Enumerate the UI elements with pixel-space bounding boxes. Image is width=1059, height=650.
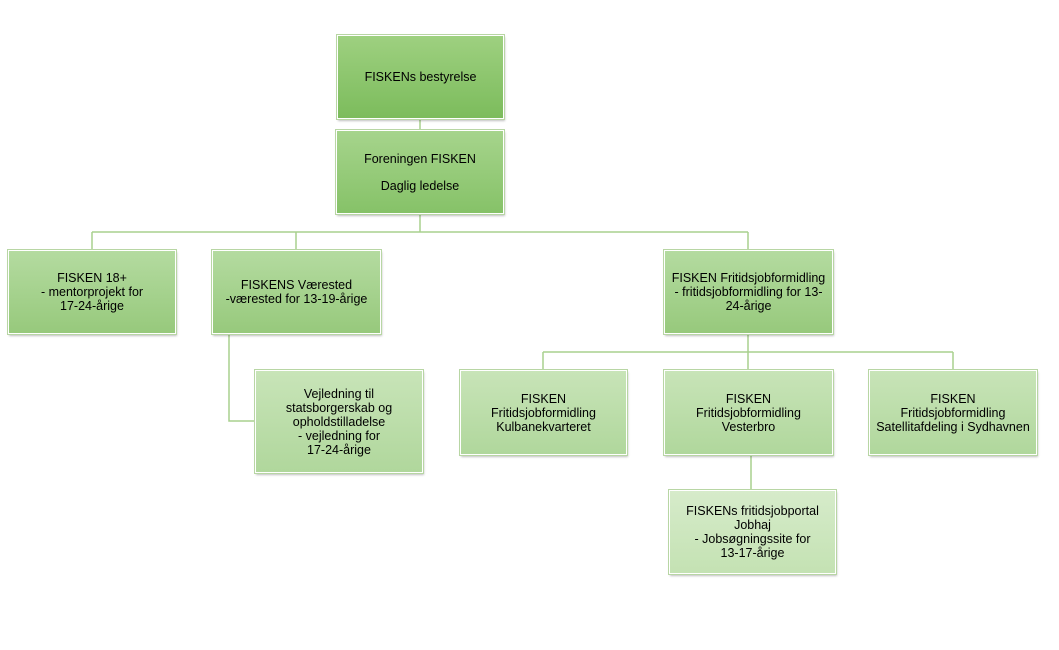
node-fritidsjob-title: FISKEN Fritidsjobformidling <box>671 271 826 285</box>
node-jobhaj-line2: Jobhaj <box>734 518 771 532</box>
node-vejledning-line1: Vejledning til <box>303 386 375 401</box>
node-board-line: FISKENs bestyrelse <box>364 70 477 84</box>
node-sydhavnen-line3: Satellitafdeling i Sydhavnen <box>876 419 1030 434</box>
node-vaersted-line2: -værested for 13-19-årige <box>225 292 368 306</box>
node-kulbane-line2: Fritidsjobformidling <box>491 405 596 420</box>
node-jobhaj-line1: FISKENs fritidsjobportal <box>686 504 819 518</box>
node-association: Foreningen FISKEN Daglig ledelse <box>335 129 505 215</box>
node-vaersted: FISKENS Værested -værested for 13-19-åri… <box>211 249 382 335</box>
node-vejledning-line4: - vejledning for <box>298 428 380 443</box>
node-vesterbro-line2: Fritidsjobformidling <box>696 405 801 420</box>
node-fritidsjob: FISKEN Fritidsjobformidling - fritidsjob… <box>663 249 834 335</box>
node-jobhaj-line3: - Jobsøgningssite for <box>694 532 811 546</box>
connector-vaersted-vejledning <box>228 334 255 422</box>
node-fisken18-line2: - mentorprojekt for <box>40 285 144 299</box>
node-association-title: Foreningen FISKEN <box>364 151 476 166</box>
node-association-subtitle: Daglig ledelse <box>380 178 460 193</box>
node-vejledning-line3: opholdstilladelse <box>292 414 386 429</box>
node-fisken18: FISKEN 18+ - mentorprojekt for 17-24-åri… <box>7 249 177 335</box>
node-vejledning-line5: 17-24-årige <box>307 442 371 457</box>
node-fritidsjob-line2: - fritidsjobformidling for 13- <box>674 285 823 299</box>
node-vesterbro-line1: FISKEN <box>725 391 772 406</box>
node-kulbane: FISKEN Fritidsjobformidling Kulbanekvart… <box>459 369 628 456</box>
node-vejledning: Vejledning til statsborgerskab og ophold… <box>254 369 424 474</box>
node-sydhavnen-line2: Fritidsjobformidling <box>900 405 1006 420</box>
node-kulbane-line3: Kulbanekvarteret <box>496 419 591 434</box>
node-jobhaj-line4: 13-17-årige <box>720 546 785 560</box>
node-kulbane-line1: FISKEN <box>520 391 567 406</box>
node-fritidsjob-line3: 24-årige <box>725 299 772 313</box>
node-sydhavnen: FISKEN Fritidsjobformidling Satellitafde… <box>868 369 1038 456</box>
node-vaersted-title: FISKENS Værested <box>240 278 353 292</box>
node-vesterbro-line3: Vesterbro <box>721 419 776 434</box>
node-fisken18-line3: 17-24-årige <box>60 299 124 313</box>
node-vesterbro: FISKEN Fritidsjobformidling Vesterbro <box>663 369 834 456</box>
node-jobhaj: FISKENs fritidsjobportal Jobhaj - Jobsøg… <box>668 489 837 575</box>
node-fisken18-title: FISKEN 18+ <box>57 271 127 285</box>
node-sydhavnen-line1: FISKEN <box>930 391 976 406</box>
node-vejledning-line2: statsborgerskab og <box>285 400 393 415</box>
node-board: FISKENs bestyrelse <box>336 34 505 120</box>
